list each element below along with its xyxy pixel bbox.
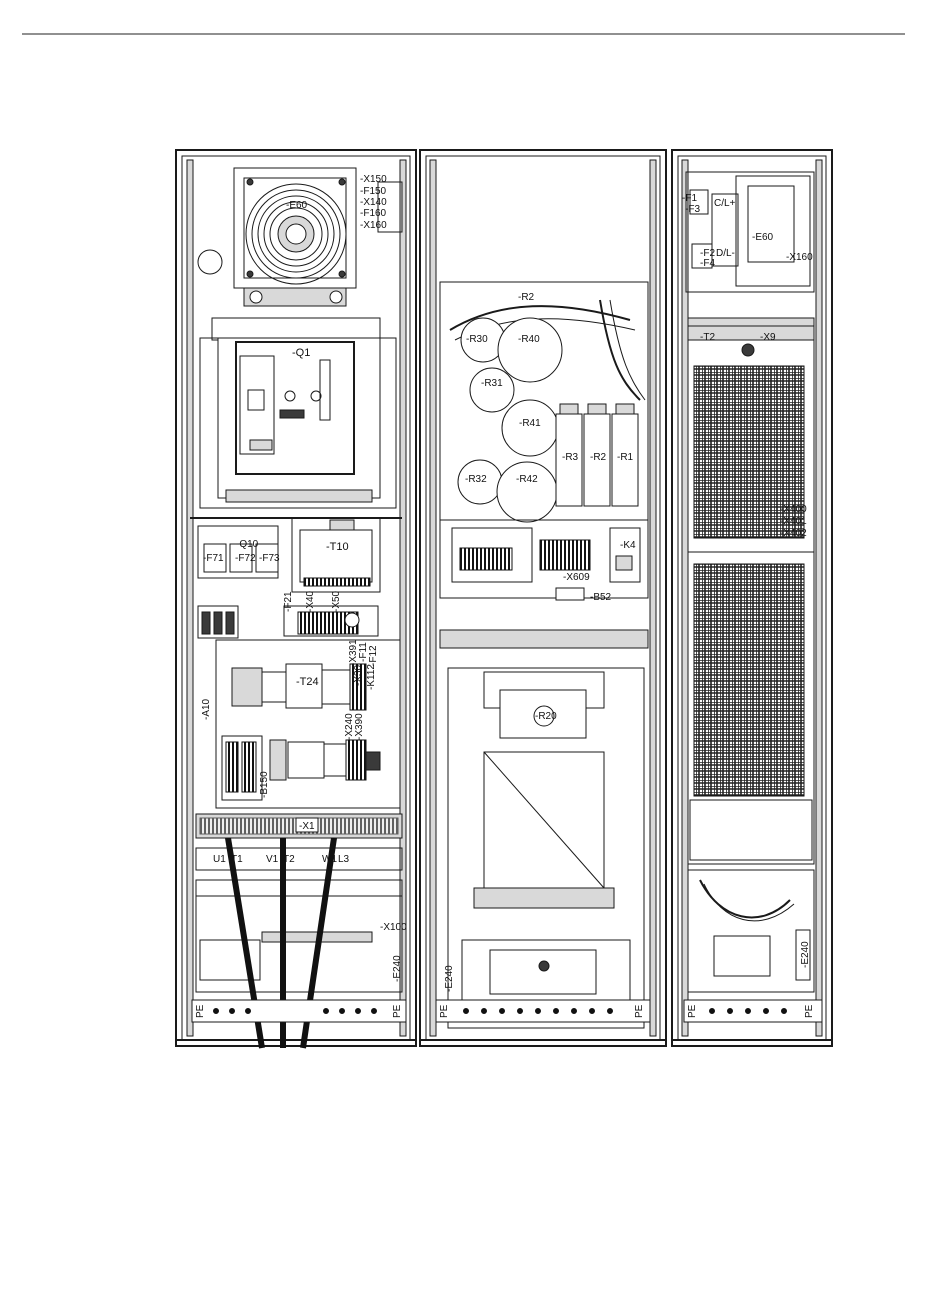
label-x9: -X9 <box>760 332 776 343</box>
label-r42: -R42 <box>516 474 538 485</box>
label-r20: -R20 <box>535 711 557 722</box>
label-pe-right-1: PE <box>687 1004 698 1018</box>
label-r40: -R40 <box>518 334 540 345</box>
label-x402: -X402 <box>780 528 807 539</box>
label-x1: -X1 <box>299 821 315 832</box>
fan-unit-e60: -E60 <box>233 167 357 307</box>
label-pe-right-2: PE <box>804 1004 815 1018</box>
label-r2: -R2 <box>590 452 607 463</box>
label-pe-left-2: PE <box>392 1004 403 1018</box>
label-t10: -T10 <box>326 541 349 553</box>
label-x160: -X160 <box>360 220 387 231</box>
label-b52: -B52 <box>590 592 612 603</box>
label-f150: -F150 <box>360 186 387 197</box>
main-breaker-q1: -Q1 <box>199 317 397 509</box>
label-f4: -F4 <box>700 258 715 269</box>
label-t1: T1 <box>231 854 243 865</box>
label-r2-top: -R2 <box>518 292 535 303</box>
label-cl-plus: C/L+ <box>714 198 736 209</box>
pe-bar-right: PE PE <box>683 999 823 1023</box>
label-f1: -F1 <box>682 193 697 204</box>
label-r30: -R30 <box>466 334 488 345</box>
label-x390: -X390 <box>354 713 365 740</box>
pe-bar-middle: PE PE <box>435 999 651 1023</box>
label-t2-term: T2 <box>283 854 295 865</box>
label-x240: -X240 <box>344 713 355 740</box>
label-q1: -Q1 <box>292 347 310 359</box>
label-r3: -R3 <box>562 452 579 463</box>
label-x391: -X391 <box>348 639 359 666</box>
label-f21: -F21 <box>283 591 294 612</box>
label-x609: -X609 <box>563 572 590 583</box>
label-f12: -F12 <box>368 645 379 666</box>
left-cabinet: -E60 -X150 -F150 -X140 -F160 -X160 -Q1 <box>175 149 417 1049</box>
label-k112: -K112 <box>366 664 377 690</box>
label-a10: -A10 <box>201 698 212 720</box>
label-dl-minus: D/L- <box>716 248 735 259</box>
label-pe-mid-1: PE <box>439 1004 450 1018</box>
label-x400: -X400 <box>780 504 807 515</box>
label-b150: -B150 <box>259 771 270 798</box>
label-x40: -X40 <box>305 590 316 612</box>
label-x150: -X150 <box>360 174 387 185</box>
label-e60-left: -E60 <box>286 200 308 211</box>
label-f160: -F160 <box>360 208 387 219</box>
label-x100: -X100 <box>380 922 407 933</box>
label-l3: L3 <box>338 854 350 865</box>
label-e240-left: -E240 <box>392 955 403 982</box>
pe-bar-left: PE PE <box>191 999 407 1023</box>
label-u1: U1 <box>213 854 226 865</box>
right-cabinet: -F1 -F3 C/L+ -E60 -F2 -F4 D/L- -X160 -T2… <box>671 149 833 1047</box>
label-f72: -F72 <box>235 553 256 564</box>
label-f2: -F2 <box>700 248 715 259</box>
label-e240-mid: -E240 <box>444 965 455 992</box>
middle-cabinet: -R2 -R30 -R40 -R31 -R41 -R32 -R42 -R3 -R… <box>419 149 667 1047</box>
label-x50: -X50 <box>331 590 342 612</box>
label-f71: -F71 <box>203 553 224 564</box>
label-r31: -R31 <box>481 378 503 389</box>
auxiliary-section: -Q10 -F71 -F72 -F73 -T10 -F21 -X40 -X50 … <box>197 517 401 809</box>
label-v1: V1 <box>266 854 279 865</box>
label-pe-left-1: PE <box>195 1004 206 1018</box>
label-e60-right: -E60 <box>752 232 774 243</box>
terminal-block-x1: -X1 U1 T1 V1 T2 W1 L3 <box>195 813 403 871</box>
label-k4: -K4 <box>620 540 636 551</box>
label-f3: -F3 <box>685 204 700 215</box>
label-r32: -R32 <box>465 474 487 485</box>
label-t2: -T2 <box>700 332 715 343</box>
label-t24: -T24 <box>296 676 319 688</box>
label-x30: -X30 <box>353 664 364 686</box>
label-pe-mid-2: PE <box>634 1004 645 1018</box>
label-r41: -R41 <box>519 418 541 429</box>
grille-lower <box>693 563 805 797</box>
label-f73: -F73 <box>259 553 280 564</box>
label-x160-right: -X160 <box>786 252 813 263</box>
grille-upper <box>693 365 805 539</box>
label-r1: -R1 <box>617 452 634 463</box>
label-x401: -X401 <box>780 516 807 527</box>
label-f11: -F11 <box>358 642 369 662</box>
label-e240-right: -E240 <box>800 941 811 968</box>
label-x140: -X140 <box>360 197 387 208</box>
label-q10: -Q10 <box>236 539 259 550</box>
